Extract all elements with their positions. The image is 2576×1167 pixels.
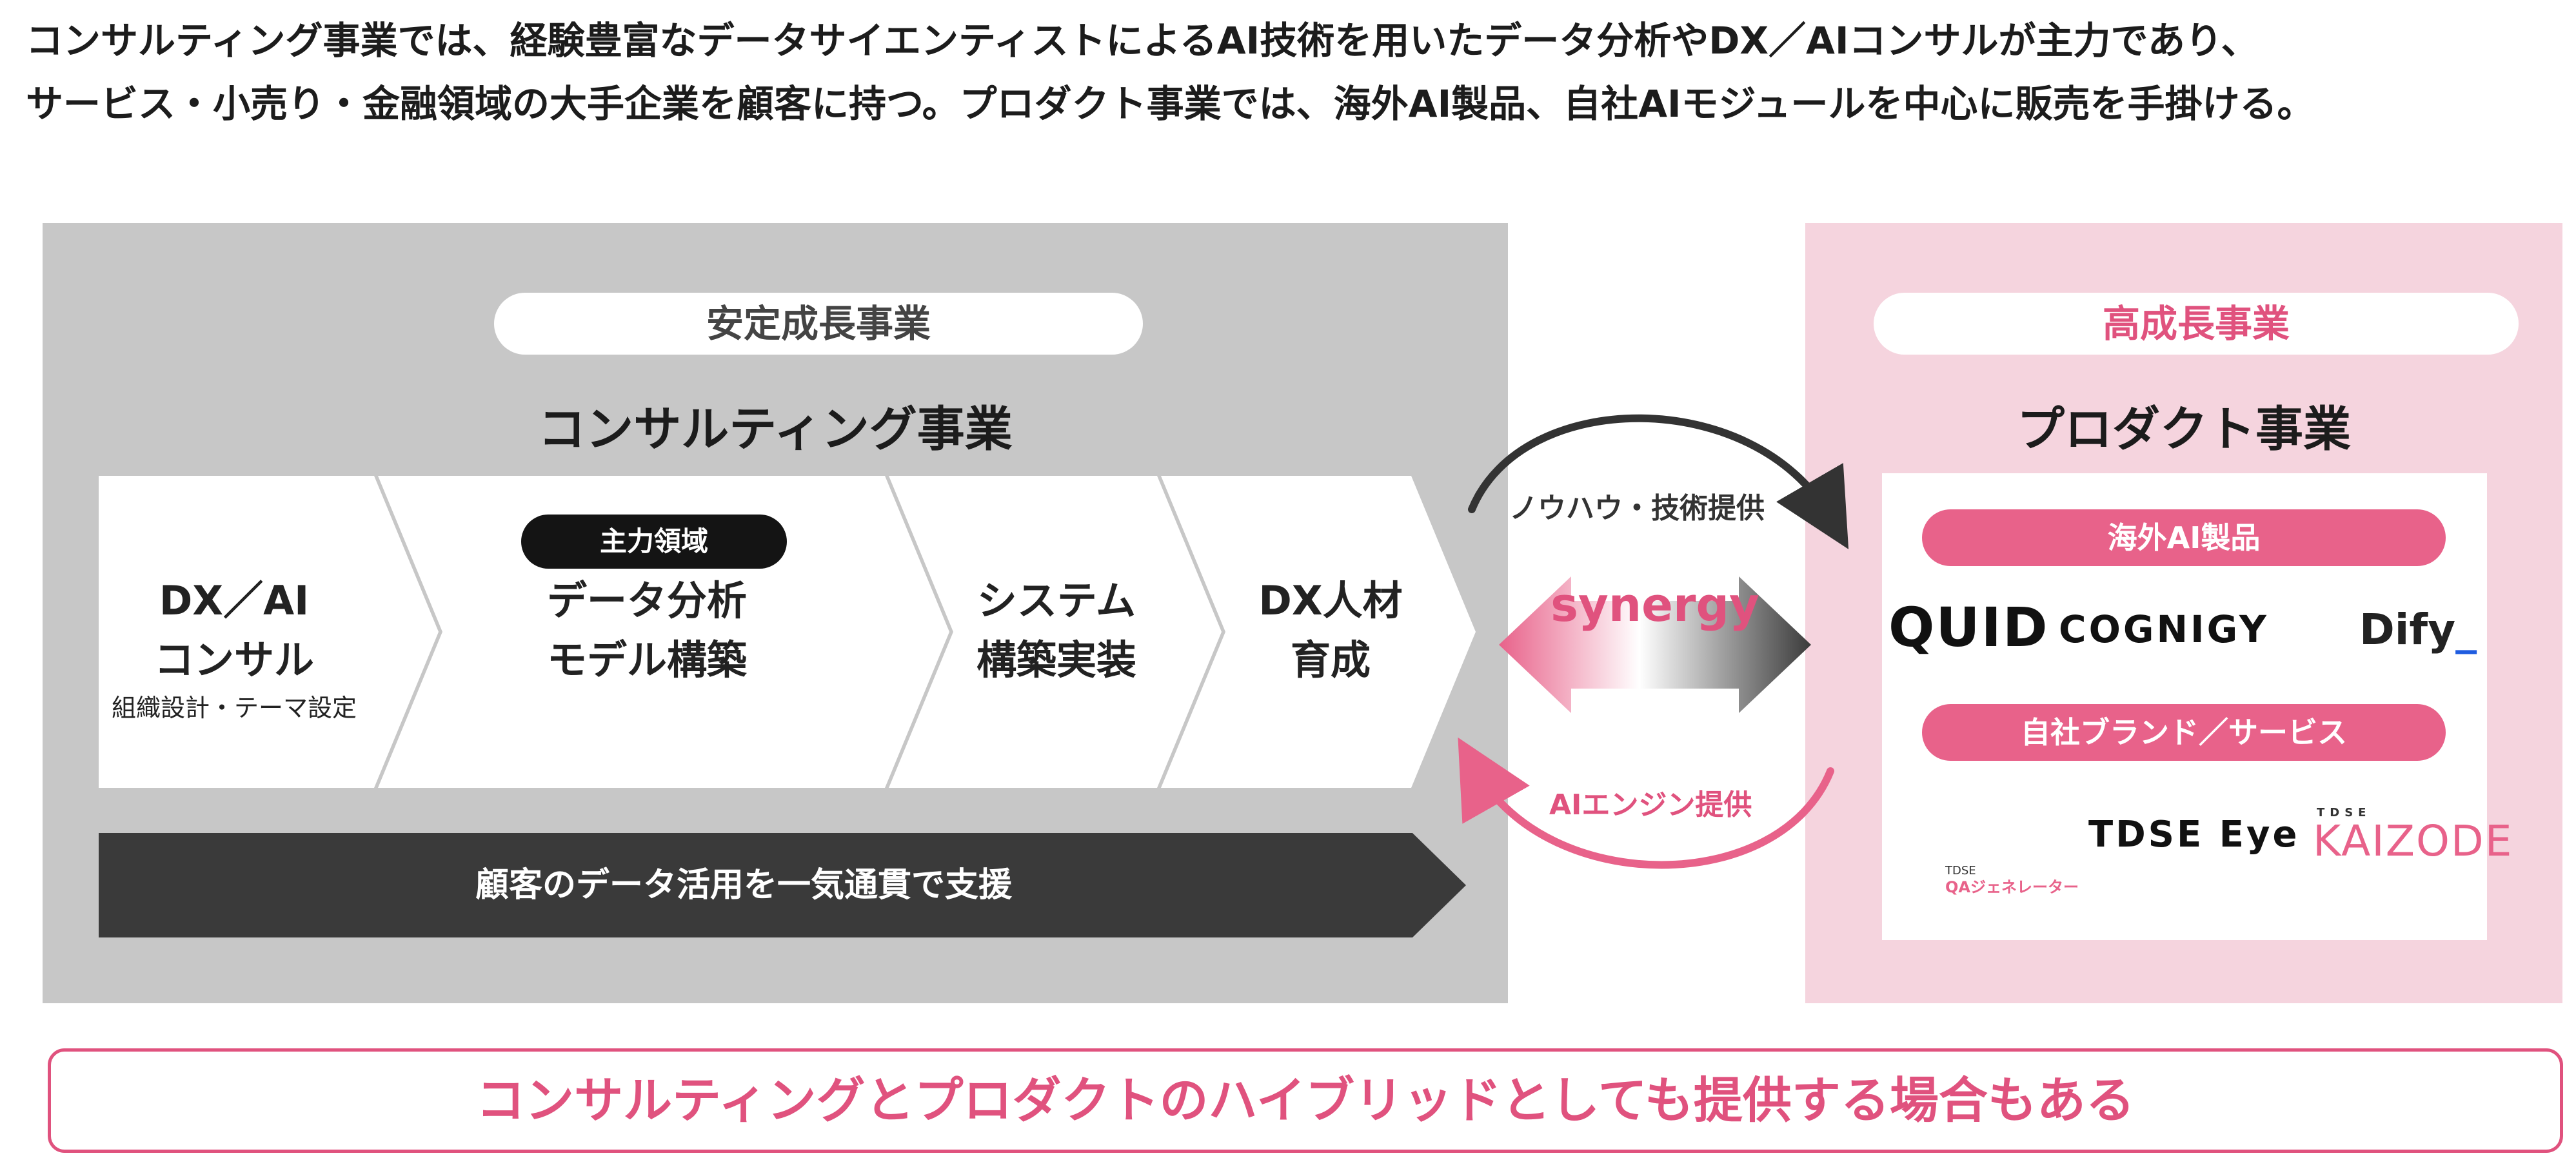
step-1-sub: 組織設計・テーマ設定	[111, 694, 357, 722]
hybrid-note: コンサルティングとプロダクトのハイブリッドとしても提供する場合もある	[48, 1048, 2563, 1153]
dify-logo: Dify_	[2359, 605, 2477, 654]
chevron-step-2	[378, 476, 949, 788]
step-system-implementation: システム 構築実装	[947, 571, 1166, 883]
own-brand-pill: 自社ブランド／サービス	[1922, 704, 2446, 761]
tdse-eye-logo: TDSE Eye	[2088, 814, 2300, 856]
synergy-label: synergy	[1551, 578, 1759, 632]
step-4-line2: 育成	[1290, 636, 1371, 683]
knowhow-curved-arrow	[1468, 414, 1849, 549]
step-1-line1: DX／AI	[159, 577, 310, 624]
step-dx-talent: DX人材 育成	[1221, 571, 1440, 883]
stable-growth-pill: 安定成長事業	[494, 293, 1143, 355]
cognigy-logo: COGNIGY	[2059, 607, 2269, 651]
step-data-analysis: データ分析 モデル構築	[441, 571, 853, 883]
consulting-flow: DX／AI コンサル 組織設計・テーマ設定 データ分析 モデル構築 システム 構…	[99, 476, 1479, 788]
support-label: 顧客のデータ活用を一気通貫で支援	[475, 866, 1012, 905]
knowhow-label: ノウハウ・技術提供	[1509, 492, 1765, 525]
step-4-line1: DX人材	[1258, 577, 1403, 624]
ai-engine-curved-arrow	[1458, 737, 1834, 869]
main-area-badge: 主力領域	[521, 515, 787, 569]
chevron-step-4	[1161, 476, 1476, 788]
kaizode-logo: KAIZODE	[2313, 816, 2513, 866]
chevron-step-1	[99, 476, 439, 788]
step-2-line1: データ分析	[546, 577, 747, 624]
step-2-line2: モデル構築	[546, 636, 747, 683]
high-growth-pill: 高成長事業	[1874, 293, 2519, 355]
intro-line-1: コンサルティング事業では、経験豊富なデータサイエンティストによるAI技術を用いた…	[26, 19, 2259, 63]
ai-engine-label: AIエンジン提供	[1549, 789, 1752, 821]
chevron-step-3	[889, 476, 1222, 788]
support-arrow-shape	[99, 833, 1466, 937]
consulting-title: コンサルティング事業	[538, 402, 1013, 457]
kaizode-small: TDSE	[2317, 806, 2372, 819]
intro-line-2: サービス・小売り・金融領域の大手企業を顧客に持つ。プロダクト事業では、海外AI製…	[26, 82, 2315, 126]
product-title: プロダクト事業	[2017, 402, 2351, 457]
step-3-line1: システム	[976, 577, 1136, 624]
support-arrow: 顧客のデータ活用を一気通貫で支援	[99, 833, 1466, 937]
overseas-ai-pill: 海外AI製品	[1922, 509, 2446, 566]
step-dx-ai-consulting: DX／AI コンサル 組織設計・テーマ設定	[99, 571, 370, 883]
step-1-line2: コンサル	[154, 636, 314, 683]
step-3-line2: 構築実装	[976, 636, 1136, 683]
dify-logo-text: Dify	[2359, 605, 2456, 654]
synergy-double-arrow	[1499, 576, 1811, 713]
chevron-shapes	[99, 476, 1476, 788]
intro-text: コンサルティング事業では、経験豊富なデータサイエンティストによるAI技術を用いた…	[26, 9, 2554, 135]
qa-generator-label: QAジェネレーター	[1945, 878, 2079, 896]
quid-logo: QUID	[1888, 596, 2049, 659]
qa-generator-small: TDSE	[1945, 864, 1976, 878]
